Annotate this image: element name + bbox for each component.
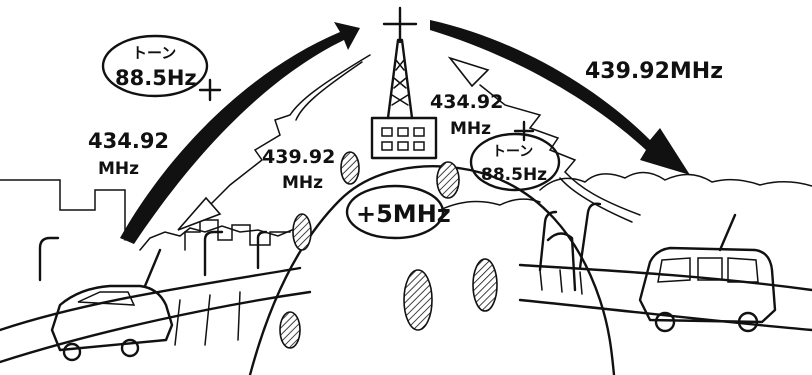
- downlink-freq-left-line1: 439.92: [262, 146, 335, 168]
- bush: [293, 214, 311, 250]
- tone-bubble-left: トーン 88.5Hz: [103, 36, 220, 100]
- offset-bubble: +5MHz: [347, 186, 451, 238]
- offset-label: +5MHz: [356, 200, 451, 228]
- bush: [404, 270, 432, 330]
- tone-label-left: トーン: [132, 44, 176, 62]
- repeater-station: [372, 118, 436, 158]
- bush: [341, 152, 359, 184]
- bush: [473, 259, 497, 311]
- tone-label-right: トーン: [492, 144, 533, 160]
- antenna-tower: [384, 8, 416, 118]
- uplink-freq-left-line1: 434.92: [88, 129, 169, 153]
- uplink-freq-left-line2: MHz: [98, 159, 139, 179]
- downlink-freq-left-line2: MHz: [282, 173, 323, 193]
- bush: [437, 162, 459, 198]
- road-left: [0, 232, 310, 362]
- downlink-freq-right: 439.92MHz: [585, 59, 723, 84]
- tone-bubble-right: トーン 88.5Hz: [471, 134, 559, 190]
- car-left: [52, 250, 172, 360]
- plus-icon: [515, 122, 533, 140]
- uplink-freq-right-line2: MHz: [450, 119, 491, 139]
- road-right: [520, 204, 812, 330]
- uplink-freq-right-line1: 434.92: [430, 91, 503, 113]
- bush: [280, 312, 300, 348]
- tone-frequency-right: 88.5Hz: [481, 165, 547, 185]
- van-right: [640, 215, 775, 331]
- plus-icon: [200, 80, 220, 100]
- tone-frequency-left: 88.5Hz: [115, 66, 197, 90]
